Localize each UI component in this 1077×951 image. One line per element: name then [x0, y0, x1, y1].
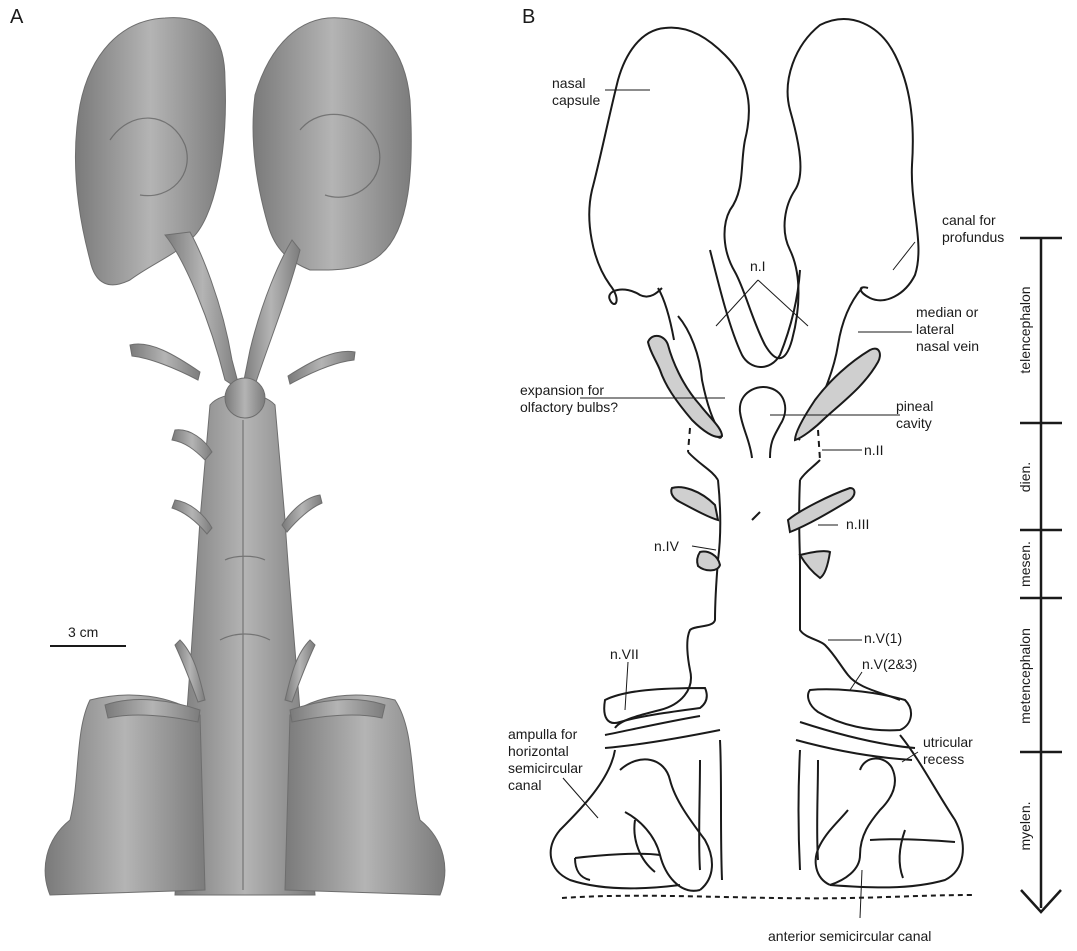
label-line: pineal	[896, 398, 933, 415]
endocast-outline	[551, 19, 972, 898]
label-line: semicircular	[508, 760, 583, 777]
label-n-vii: n.VII	[610, 646, 639, 663]
label-ampulla: ampulla for horizontal semicircular cana…	[508, 726, 583, 794]
scale-bar-label: 3 cm	[68, 624, 98, 641]
label-line: horizontal	[508, 743, 583, 760]
label-line: median or	[916, 304, 979, 321]
label-n-i: n.I	[750, 258, 766, 275]
label-line: profundus	[942, 229, 1004, 246]
label-pineal-cavity: pineal cavity	[896, 398, 933, 432]
label-n-v1: n.V(1)	[864, 630, 902, 647]
region-dien: dien.	[1017, 447, 1033, 507]
specimen-render	[45, 18, 445, 895]
label-nasal-capsule: nasal capsule	[552, 75, 600, 109]
shaded-regions	[648, 336, 880, 578]
label-expansion-olfactory: expansion for olfactory bulbs?	[520, 382, 618, 416]
label-line: lateral	[916, 321, 979, 338]
label-line: expansion for	[520, 382, 618, 399]
label-n-v23: n.V(2&3)	[862, 656, 917, 673]
leader-lines	[563, 90, 918, 918]
label-utricular-recess: utricular recess	[923, 734, 973, 768]
label-n-ii: n.II	[864, 442, 883, 459]
label-line: nasal vein	[916, 338, 979, 355]
label-line: capsule	[552, 92, 600, 109]
label-canal-profundus: canal for profundus	[942, 212, 1004, 246]
region-metencephalon: metencephalon	[1017, 616, 1033, 736]
label-line: canal for	[942, 212, 1004, 229]
label-line: olfactory bulbs?	[520, 399, 618, 416]
label-n-iii: n.III	[846, 516, 869, 533]
region-mesen: mesen.	[1017, 534, 1033, 594]
label-line: ampulla for	[508, 726, 583, 743]
label-n-iv: n.IV	[654, 538, 679, 555]
label-median-lateral-vein: median or lateral nasal vein	[916, 304, 979, 355]
region-myelen: myelen.	[1017, 786, 1033, 866]
label-line: nasal	[552, 75, 600, 92]
label-line: recess	[923, 751, 973, 768]
label-line: canal	[508, 777, 583, 794]
label-line: cavity	[896, 415, 933, 432]
label-anterior-canal: anterior semicircular canal	[768, 928, 931, 945]
label-line: utricular	[923, 734, 973, 751]
region-telencephalon: telencephalon	[1017, 275, 1033, 385]
